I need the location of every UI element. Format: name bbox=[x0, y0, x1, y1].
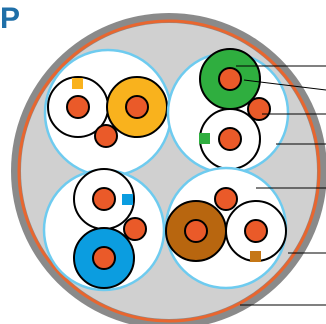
brown-marker bbox=[250, 251, 261, 262]
corner-text: P bbox=[0, 2, 21, 35]
conductor bbox=[244, 219, 268, 243]
drain-conductor bbox=[214, 187, 238, 211]
drain-conductor bbox=[247, 97, 271, 121]
conductor bbox=[218, 127, 242, 151]
conductor bbox=[66, 95, 90, 119]
pair-brown bbox=[164, 166, 288, 290]
leader-line bbox=[243, 79, 326, 91]
conductor bbox=[184, 219, 208, 243]
blue-marker bbox=[122, 194, 133, 205]
orange-marker bbox=[72, 78, 83, 89]
callout-leaders bbox=[236, 65, 326, 306]
conductor bbox=[92, 246, 116, 270]
jacket-stripe bbox=[17, 19, 321, 323]
pair-green bbox=[166, 48, 290, 175]
drain-conductor bbox=[94, 124, 118, 148]
conductor bbox=[218, 67, 242, 91]
pair-blue bbox=[42, 168, 166, 292]
green-marker bbox=[199, 133, 210, 144]
conductor bbox=[125, 95, 149, 119]
drain-conductor bbox=[123, 217, 147, 241]
conductor bbox=[92, 187, 116, 211]
pair-orange bbox=[43, 48, 173, 178]
